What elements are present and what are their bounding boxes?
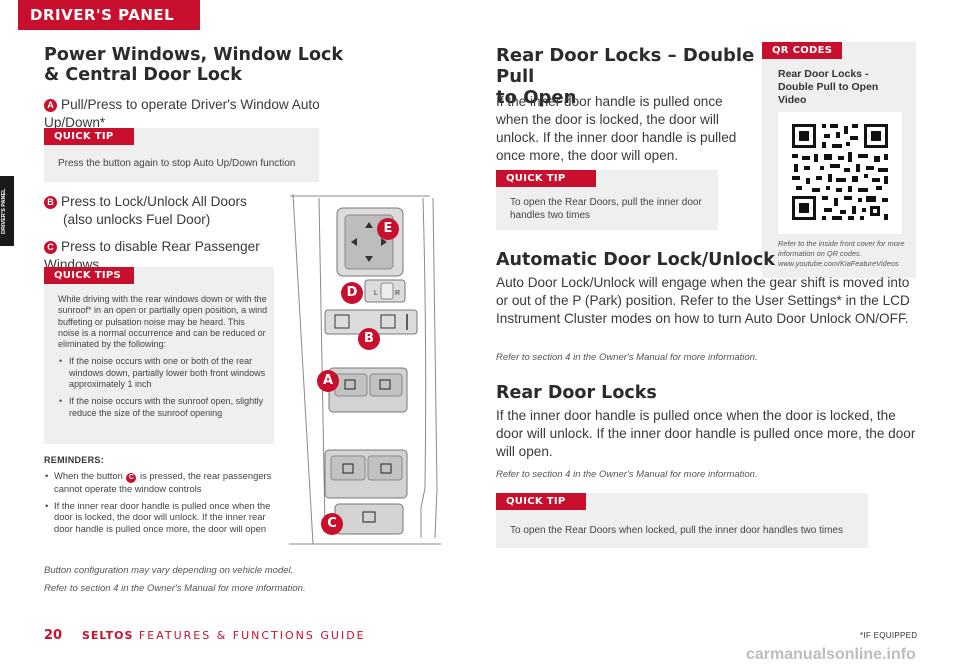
window-lock-switch [334, 503, 404, 535]
badge-c-inline: C [126, 473, 137, 483]
callout-a: A [317, 370, 339, 392]
callout-c: C [321, 513, 343, 535]
callout-b: B [358, 328, 380, 350]
quick-tip-1-text: Press the button again to stop Auto Up/D… [58, 158, 296, 169]
auto-lock-ref: Refer to section 4 in the Owner's Manual… [496, 352, 758, 363]
rear-locks-body: If the inner door handle is pulled once … [496, 408, 916, 459]
rear-window-switches [324, 449, 408, 499]
if-equipped-note: *IF EQUIPPED [860, 631, 918, 640]
quick-tips-bullet-1: If the noise occurs with one or both of … [58, 356, 268, 390]
section-tab: DRIVER'S PANEL [18, 0, 200, 30]
quick-tips-content: While driving with the rear windows down… [58, 294, 268, 419]
qr-video-title: Rear Door Locks - Double Pull to Open Vi… [778, 68, 879, 106]
qr-codes-label: QR CODES [762, 42, 842, 59]
reminders: REMINDERS: When the button C is pressed,… [44, 455, 279, 534]
guide-title: SELTOS FEATURES & FUNCTIONS GUIDE [82, 629, 366, 642]
badge-a: A [44, 99, 57, 112]
front-window-switches [328, 367, 408, 413]
quick-tip-1: QUICK TIP Press the button again to stop… [44, 128, 319, 182]
double-pull-tip: QUICK TIP To open the Rear Doors, pull t… [496, 170, 718, 230]
callout-e: E [377, 218, 399, 240]
side-section-tab: DRIVER'S PANEL [0, 176, 14, 246]
rear-locks-tip: QUICK TIP To open the Rear Doors when lo… [496, 493, 868, 548]
quick-tip-1-label: QUICK TIP [44, 128, 134, 145]
reminders-bullet-1: When the button C is pressed, the rear p… [44, 470, 279, 495]
watermark: carmanualsonline.info [746, 646, 916, 663]
svg-text:R: R [395, 290, 400, 297]
door-panel-diagram: L R [289, 193, 441, 545]
qr-code-graphic [792, 124, 888, 220]
badge-c: C [44, 241, 57, 254]
svg-text:L: L [374, 290, 378, 297]
auto-lock-title: Automatic Door Lock/Unlock [496, 250, 775, 270]
quick-tips-bullet-2: If the noise occurs with the sunroof ope… [58, 396, 268, 419]
auto-lock-body: Auto Door Lock/Unlock will engage when t… [496, 275, 910, 326]
callout-d: D [341, 282, 363, 304]
badge-b: B [44, 196, 57, 209]
rear-locks-tip-label: QUICK TIP [496, 493, 586, 510]
qr-note: Refer to the inside front cover for more… [778, 239, 905, 268]
quick-tips-intro: While driving with the rear windows down… [58, 294, 268, 350]
rear-locks-ref: Refer to section 4 in the Owner's Manual… [496, 469, 758, 480]
config-ref: Refer to section 4 in the Owner's Manual… [44, 583, 306, 594]
power-windows-title: Power Windows, Window Lock& Central Door… [44, 45, 343, 85]
rear-locks-tip-text: To open the Rear Doors when locked, pull… [510, 525, 843, 536]
qr-code[interactable] [778, 112, 902, 234]
page-number: 20 [44, 628, 63, 643]
double-pull-tip-text: To open the Rear Doors, pull the inner d… [510, 197, 702, 221]
rear-locks-title: Rear Door Locks [496, 383, 657, 403]
mirror-lr-switch: L R [364, 279, 406, 303]
mirror-control [336, 207, 404, 277]
reminders-title: REMINDERS: [44, 455, 105, 465]
quick-tips-label: QUICK TIPS [44, 267, 134, 284]
qr-code-box: QR CODES Rear Door Locks - Double Pull t… [762, 42, 916, 278]
reminders-bullet-2: If the inner rear door handle is pulled … [44, 500, 279, 535]
double-pull-tip-label: QUICK TIP [496, 170, 596, 187]
config-note: Button configuration may vary depending … [44, 565, 294, 576]
quick-tips-box: QUICK TIPS While driving with the rear w… [44, 267, 274, 444]
double-pull-body: If the inner door handle is pulled once … [496, 94, 737, 163]
